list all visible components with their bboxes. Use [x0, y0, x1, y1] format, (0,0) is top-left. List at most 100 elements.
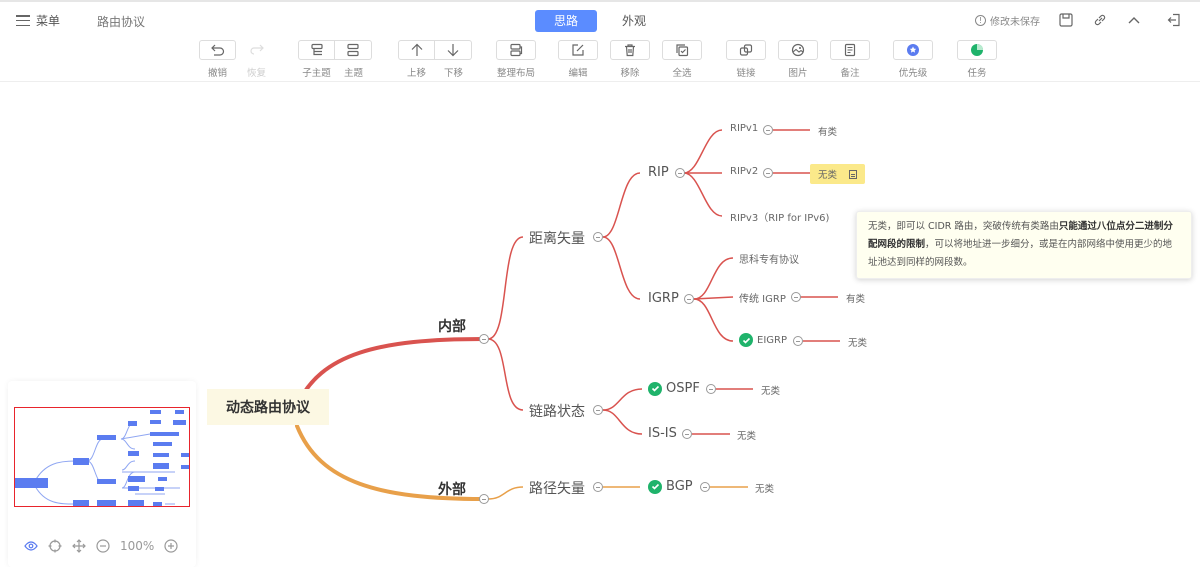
task-progress-icon: [971, 44, 983, 56]
topic-icon: [347, 43, 359, 57]
locate-icon: [48, 539, 62, 553]
edit-button[interactable]: 编辑: [558, 40, 598, 79]
collapse-toggle[interactable]: [700, 482, 710, 492]
collapse-toggle[interactable]: [763, 125, 773, 135]
priority-group: 优先级: [893, 40, 933, 79]
mode-tabs: 思路 外观: [535, 10, 665, 32]
zoom-out-button[interactable]: [96, 539, 110, 553]
center-view-button[interactable]: [48, 539, 62, 553]
note-group: 备注: [830, 40, 870, 79]
tab-appearance[interactable]: 外观: [621, 14, 646, 28]
move-group: 上移 下移: [398, 40, 472, 79]
topic-classic-igrp-type[interactable]: 有类: [846, 294, 866, 305]
remove-button[interactable]: 移除: [610, 40, 650, 79]
collapse-toggle[interactable]: [684, 294, 694, 304]
undo-icon: [210, 44, 224, 56]
child-topic-icon: [310, 43, 323, 56]
save-button[interactable]: [1058, 12, 1074, 28]
topic-external[interactable]: 外部: [438, 482, 466, 498]
topic-label: OSPF: [666, 381, 700, 396]
minimap-preview: [15, 410, 189, 506]
topic-distance-vector[interactable]: 距离矢量: [529, 231, 585, 247]
topic-ripv1[interactable]: RIPv1: [730, 123, 759, 134]
collapse-toggle[interactable]: [682, 429, 692, 439]
select-all-button[interactable]: 全选: [662, 40, 702, 79]
redo-button[interactable]: 恢复: [238, 40, 275, 79]
move-down-button[interactable]: 下移: [435, 40, 472, 79]
exit-icon: [1167, 13, 1180, 27]
save-status: ! 修改未保存: [975, 13, 1040, 28]
menu-label: 菜单: [36, 14, 61, 28]
arrow-up-icon: [411, 43, 422, 56]
topic-path-vector[interactable]: 路径矢量: [529, 481, 585, 497]
topic-ripv2-type-selected[interactable]: 无类: [810, 164, 866, 184]
add-child-topic-button[interactable]: 子主题: [298, 40, 335, 79]
link-group: 链接: [726, 40, 766, 79]
root-topic[interactable]: 动态路由协议: [207, 389, 329, 425]
topic-link-state[interactable]: 链路状态: [529, 404, 585, 420]
image-icon: [791, 43, 805, 57]
topic-cisco-proprietary[interactable]: 思科专有协议: [739, 255, 799, 266]
collapse-toggle[interactable]: [675, 168, 685, 178]
collapse-toggle[interactable]: [479, 334, 489, 344]
insert-link-button[interactable]: 链接: [726, 40, 766, 79]
exit-button[interactable]: [1166, 12, 1182, 28]
topic-isis[interactable]: IS-IS: [648, 426, 677, 441]
topic-eigrp-type[interactable]: 无类: [848, 338, 868, 349]
note-icon[interactable]: [849, 169, 858, 179]
priority-button[interactable]: 优先级: [893, 40, 933, 79]
collapse-toggle[interactable]: [793, 336, 803, 346]
task-progress-button[interactable]: 任务: [957, 40, 997, 79]
top-bar: 菜单 路由协议 思路 外观 ! 修改未保存 撤销: [0, 0, 1200, 82]
minimap-viewport[interactable]: [14, 407, 190, 507]
trash-icon: [625, 44, 635, 57]
topic-ospf[interactable]: OSPF: [648, 381, 700, 396]
save-icon: [1059, 13, 1073, 27]
toggle-minimap-button[interactable]: [24, 539, 38, 553]
insert-note-button[interactable]: 备注: [830, 40, 870, 79]
layout-icon: [510, 43, 523, 57]
collapse-toggle[interactable]: [763, 168, 773, 178]
topic-ripv3[interactable]: RIPv3（RIP for IPv6): [730, 213, 830, 224]
task-complete-icon: [648, 381, 662, 396]
topic-ripv1-type[interactable]: 有类: [818, 127, 838, 138]
topic-isis-type[interactable]: 无类: [737, 431, 757, 442]
menu-button[interactable]: 菜单: [16, 12, 60, 29]
topic-ospf-type[interactable]: 无类: [761, 386, 781, 397]
topic-classic-igrp[interactable]: 传统 IGRP: [739, 294, 786, 305]
collapse-toggle[interactable]: [706, 384, 716, 394]
toolbar: 撤销 恢复 子主题 主题 上移 下移: [0, 40, 1200, 80]
tab-outline[interactable]: 思路: [535, 10, 597, 32]
minimap-panel: 100%: [8, 381, 196, 567]
link-icon: [739, 44, 753, 56]
undo-button[interactable]: 撤销: [199, 40, 236, 79]
topic-ripv2[interactable]: RIPv2: [730, 166, 759, 177]
collapse-toggle[interactable]: [593, 232, 603, 242]
zoom-in-button[interactable]: [164, 539, 178, 553]
zoom-in-icon: [164, 539, 178, 553]
topic-rip[interactable]: RIP: [648, 165, 669, 180]
collapse-toggle[interactable]: [791, 292, 801, 302]
pan-button[interactable]: [72, 539, 86, 553]
topic-igrp[interactable]: IGRP: [648, 291, 679, 306]
connector-lines: [295, 129, 840, 501]
collapse-toggle[interactable]: [593, 405, 603, 415]
share-link-button[interactable]: [1092, 12, 1108, 28]
topic-internal[interactable]: 内部: [438, 319, 466, 335]
collapse-toggle[interactable]: [479, 494, 489, 504]
move-up-button[interactable]: 上移: [398, 40, 435, 79]
header-right-tools: ! 修改未保存: [975, 12, 1182, 28]
select-all-icon: [676, 44, 689, 57]
add-topic-button[interactable]: 主题: [335, 40, 372, 79]
task-complete-icon: [648, 479, 662, 494]
topic-group: 子主题 主题: [298, 40, 372, 79]
mindmap-canvas[interactable]: 动态路由协议 内部 外部 距离矢量 链路状态 路径矢量 RIP IGRP RIP…: [0, 83, 1200, 567]
arrange-layout-button[interactable]: 整理布局: [496, 40, 536, 79]
topic-eigrp[interactable]: EIGRP: [739, 333, 787, 347]
collapse-toggle[interactable]: [593, 482, 603, 492]
topic-bgp-type[interactable]: 无类: [755, 484, 775, 495]
collapse-toolbar-button[interactable]: [1126, 12, 1142, 28]
insert-image-button[interactable]: 图片: [778, 40, 818, 79]
topic-bgp[interactable]: BGP: [648, 479, 693, 494]
document-title[interactable]: 路由协议: [97, 15, 146, 29]
